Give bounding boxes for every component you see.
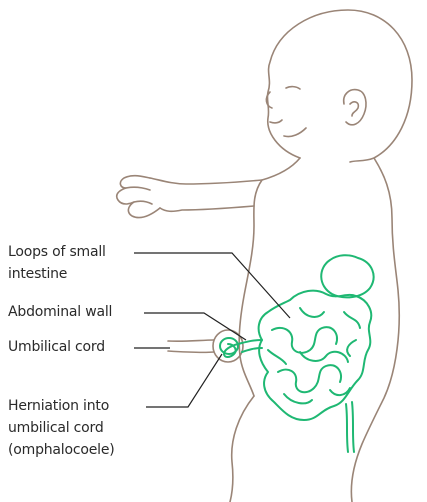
leader-lines xyxy=(134,253,290,407)
baby-arm-lower xyxy=(160,206,254,211)
label-herniation-line1: Herniation into xyxy=(8,396,109,416)
label-small-intestine-line1: Loops of small xyxy=(8,242,106,262)
baby-back xyxy=(351,158,399,502)
leader-small-intestine xyxy=(134,253,290,318)
leader-herniation xyxy=(146,354,222,407)
umbilical-cord-shape xyxy=(168,340,214,341)
label-herniation-line2: umbilical cord xyxy=(8,418,104,438)
leader-abdominal-wall xyxy=(144,313,246,340)
label-herniation-line3: (omphalocoele) xyxy=(8,440,115,460)
label-abdominal-wall: Abdominal wall xyxy=(8,302,112,322)
intestines-shape xyxy=(220,255,374,452)
label-small-intestine-line2: intestine xyxy=(8,264,67,284)
baby-hand xyxy=(117,176,160,218)
baby-head xyxy=(267,10,412,162)
baby-chest xyxy=(239,158,300,396)
baby-arm-upper xyxy=(150,178,262,184)
baby-leg xyxy=(230,396,254,502)
label-umbilical-cord: Umbilical cord xyxy=(8,337,105,357)
baby-ear xyxy=(344,90,366,125)
baby-cheek xyxy=(284,128,306,137)
baby-mouth xyxy=(270,120,282,123)
baby-eye xyxy=(286,87,300,89)
